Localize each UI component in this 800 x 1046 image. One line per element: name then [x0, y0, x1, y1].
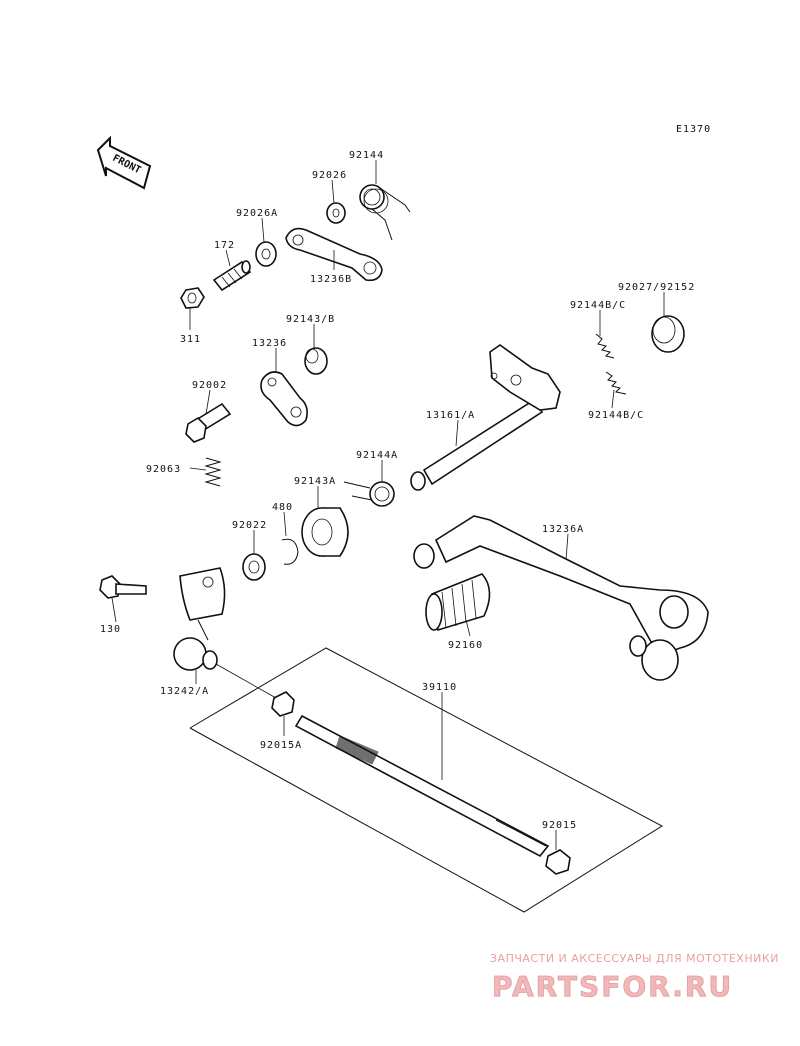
- bolt-92002-drawing: [185, 402, 232, 443]
- circlip-480-drawing: [281, 538, 299, 565]
- washer-92026A-drawing: [255, 241, 277, 267]
- label-92015A: 92015A: [260, 740, 302, 751]
- label-92144A: 92144A: [356, 450, 398, 461]
- label-92022: 92022: [232, 520, 267, 531]
- spring-92144BC-bottom-drawing: [605, 371, 627, 395]
- label-13161A: 13161/A: [426, 410, 475, 421]
- label-13236B: 13236B: [310, 274, 352, 285]
- watermark-caption: ЗАПЧАСТИ И АКСЕССУАРЫ ДЛЯ МОТОТЕХНИКИ: [490, 952, 779, 965]
- pedal-lever-13236A-drawing: [413, 515, 709, 681]
- leader-lines: [111, 160, 665, 850]
- label-92143B: 92143/B: [286, 314, 335, 325]
- label-92027-92152: 92027/92152: [618, 282, 695, 293]
- collar-92143B-drawing: [304, 347, 328, 375]
- washer-92022-drawing: [242, 553, 266, 581]
- pin-172-drawing: [212, 260, 252, 292]
- label-92144BC-bottom: 92144B/C: [588, 410, 644, 421]
- spring-92144BC-top-drawing: [595, 333, 615, 359]
- washer-92026-drawing: [326, 202, 346, 224]
- label-311: 311: [180, 334, 201, 345]
- label-39110: 39110: [422, 682, 457, 693]
- label-92015: 92015: [542, 820, 577, 831]
- rod-39110-drawing: [294, 714, 550, 858]
- label-13236: 13236: [252, 338, 287, 349]
- collar-92143A-drawing: [301, 507, 349, 557]
- arm-13236-drawing: [260, 371, 308, 427]
- nut-92015A-drawing: [271, 691, 295, 717]
- diagram-code: E1370: [676, 124, 711, 135]
- label-92063: 92063: [146, 464, 181, 475]
- label-130: 130: [100, 624, 121, 635]
- label-92143A: 92143A: [294, 476, 336, 487]
- label-13236A: 13236A: [542, 524, 584, 535]
- watermark-brand: PARTSFOR.RU: [492, 970, 733, 1003]
- rubber-92160-drawing: [425, 573, 491, 632]
- assembly-outline: [189, 647, 664, 913]
- clamp-13242A-drawing: [173, 567, 226, 671]
- spring-92144-drawing: [359, 184, 411, 241]
- label-92144: 92144: [349, 150, 384, 161]
- spring-92063-drawing: [204, 457, 222, 487]
- label-92002: 92002: [192, 380, 227, 391]
- label-172: 172: [214, 240, 235, 251]
- label-92026A: 92026A: [236, 208, 278, 219]
- front-arrow-icon: FRONT: [96, 135, 152, 190]
- label-92160: 92160: [448, 640, 483, 651]
- nut-92015-drawing: [545, 849, 571, 875]
- nut-311-drawing: [180, 287, 205, 309]
- shaft-13161A-drawing: [410, 344, 561, 491]
- label-13242A: 13242/A: [160, 686, 209, 697]
- label-92026: 92026: [312, 170, 347, 181]
- label-480: 480: [272, 502, 293, 513]
- label-92144BC-top: 92144B/C: [570, 300, 626, 311]
- seal-92027-drawing: [651, 315, 685, 353]
- bolt-130-drawing: [99, 575, 147, 599]
- spring-92144A-drawing: [343, 481, 395, 507]
